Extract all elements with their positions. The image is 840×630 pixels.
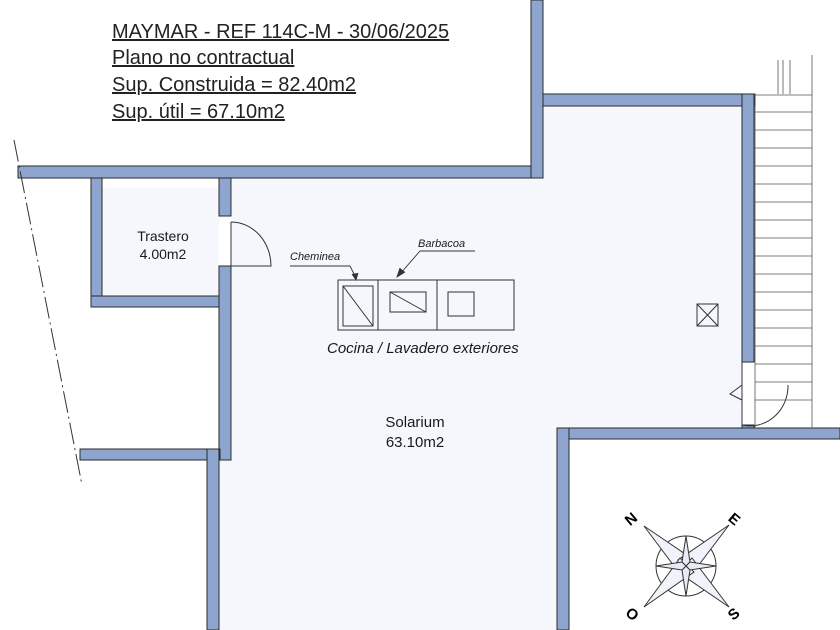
wall-left-lower bbox=[206, 448, 220, 630]
trastero-floor bbox=[101, 188, 219, 295]
right-door bbox=[729, 362, 789, 427]
trastero-label: Trastero 4.00m2 bbox=[122, 227, 204, 263]
wall-top-left bbox=[17, 165, 544, 179]
wall-trastero-right bbox=[218, 265, 232, 461]
wall-trastero-left bbox=[90, 177, 103, 308]
staircase bbox=[754, 55, 813, 428]
boundary-line bbox=[13, 139, 83, 486]
wall-trastero-bottom bbox=[90, 295, 222, 308]
plan-reference-title: MAYMAR - REF 114C-M - 30/06/2025 bbox=[112, 21, 450, 43]
compass-rose bbox=[643, 524, 730, 608]
wall-header-right bbox=[530, 0, 544, 179]
kitchen-counter bbox=[337, 279, 515, 331]
built-area-label: Sup. Construida = 82.40m2 bbox=[112, 74, 357, 96]
chimenea-label: Cheminea bbox=[290, 251, 341, 263]
walls bbox=[17, 0, 840, 630]
solarium-label: Solarium 63.10m2 bbox=[365, 413, 465, 453]
trastero-name: Trastero bbox=[137, 228, 189, 244]
wall-step-vertical bbox=[556, 427, 570, 630]
wall-step-horizontal bbox=[556, 427, 840, 440]
solarium-area: 63.10m2 bbox=[385, 434, 445, 451]
useful-area-label: Sup. útil = 67.10m2 bbox=[112, 101, 285, 123]
solarium-floor bbox=[218, 104, 742, 630]
barbacoa-symbol bbox=[389, 291, 427, 313]
solarium-name: Solarium bbox=[385, 414, 445, 431]
wall-top-right bbox=[542, 93, 756, 107]
vent-symbol bbox=[696, 303, 719, 327]
wall-bottom-ledge bbox=[79, 448, 221, 461]
wall-right bbox=[741, 93, 755, 363]
wall-trastero-right-top bbox=[218, 177, 232, 217]
trastero-area: 4.00m2 bbox=[139, 246, 187, 262]
trastero-door bbox=[230, 221, 272, 267]
fixture-leaders bbox=[290, 250, 475, 282]
kitchen-label: Cocina / Lavadero exteriores bbox=[327, 340, 519, 357]
chimenea-symbol bbox=[342, 285, 374, 327]
barbacoa-label: Barbacoa bbox=[418, 238, 466, 250]
plan-disclaimer: Plano no contractual bbox=[112, 47, 295, 69]
sink-symbol bbox=[447, 291, 475, 317]
